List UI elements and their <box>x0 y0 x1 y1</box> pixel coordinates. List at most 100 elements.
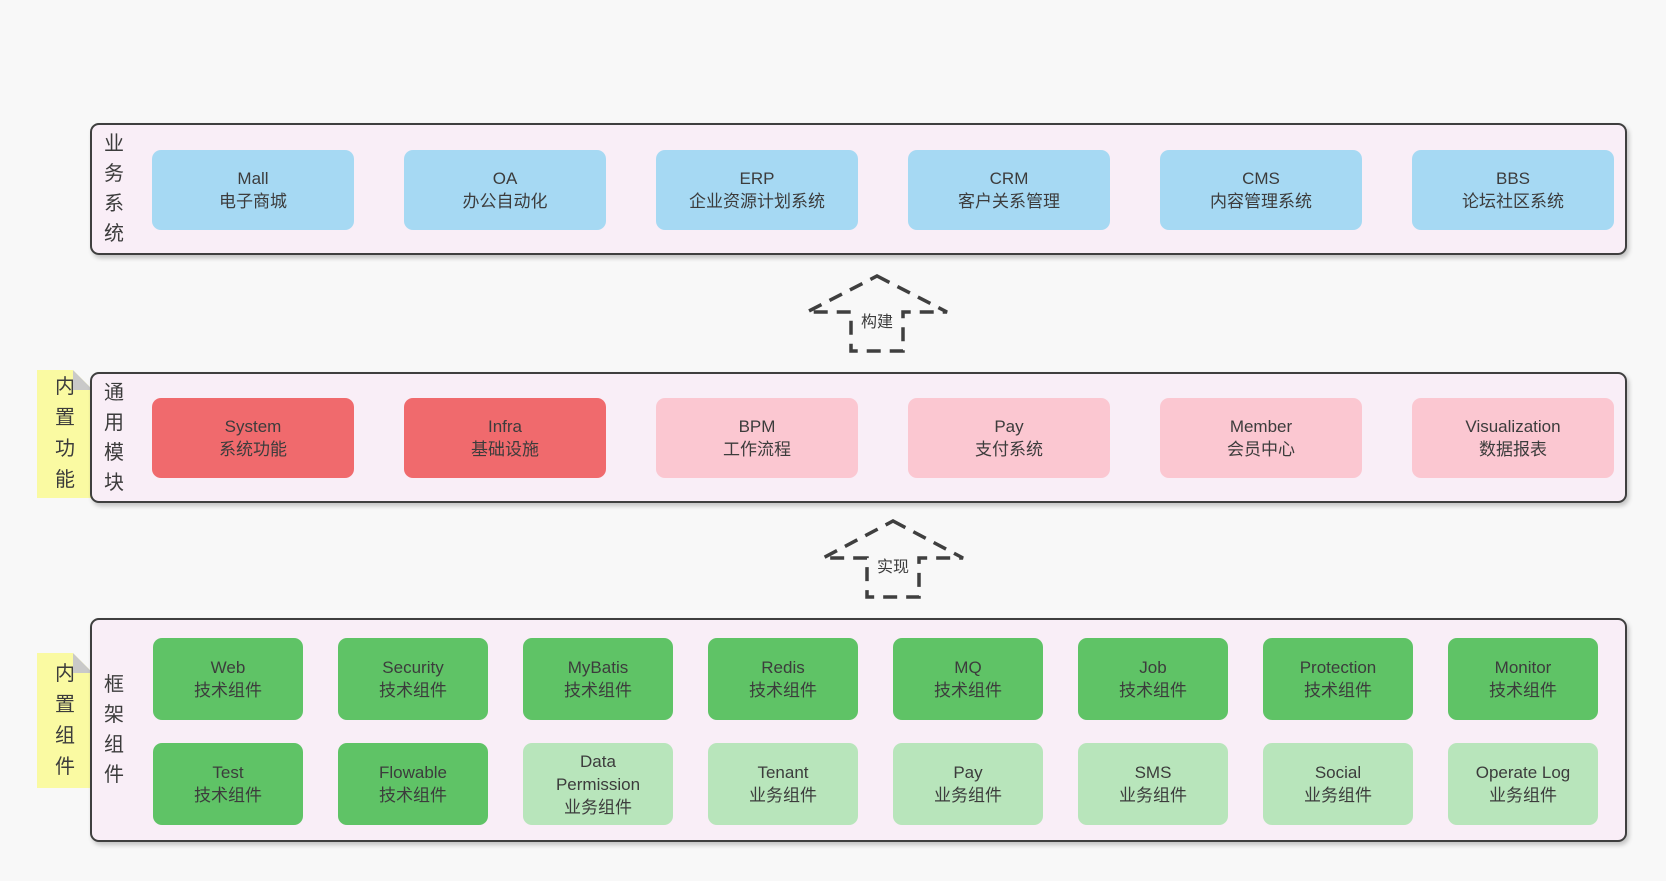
box-title: Tenant <box>757 763 809 782</box>
box-title: Test <box>212 763 244 782</box>
box-subtitle: 技术组件 <box>934 681 1002 700</box>
module-box-visualization: Visualization 数据报表 <box>1412 398 1614 478</box>
component-box-job: Job 技术组件 <box>1078 638 1228 720</box>
sticky-note-built-in-components: 内置组件 <box>37 653 93 788</box>
folded-corner-icon <box>73 653 93 673</box>
band-framework-components: 框架组件 Web 技术组件 Security 技术组件 MyBatis 技术组件… <box>90 618 1627 842</box>
box-subtitle: 技术组件 <box>564 681 632 700</box>
box-subtitle: 企业资源计划系统 <box>689 192 825 211</box>
box-title: Operate Log <box>1475 763 1571 782</box>
box-subtitle: 技术组件 <box>1489 681 1557 700</box>
box-title: OA <box>492 169 518 188</box>
box-title: Data Permission <box>555 751 641 794</box>
business-box-crm: CRM 客户关系管理 <box>908 150 1110 230</box>
sticky-note-text: 内置组件 <box>55 662 75 778</box>
box-subtitle: 业务组件 <box>564 797 632 817</box>
box-subtitle: 工作流程 <box>723 440 791 459</box>
band-label-common-modules: 通用模块 <box>104 381 124 494</box>
box-subtitle: 电子商城 <box>219 192 287 211</box>
box-title: BBS <box>1495 169 1531 188</box>
business-box-oa: OA 办公自动化 <box>404 150 606 230</box>
box-title: Job <box>1139 658 1167 677</box>
band-business-systems: 业务系统 Mall 电子商城 OA 办公自动化 ERP 企业资源计划系统 CRM… <box>90 123 1627 255</box>
box-subtitle: 技术组件 <box>194 681 262 700</box>
band-label-business-systems: 业务系统 <box>104 133 124 245</box>
box-subtitle: 数据报表 <box>1479 440 1547 459</box>
box-subtitle: 系统功能 <box>219 440 287 459</box>
box-title: Protection <box>1299 658 1377 677</box>
box-subtitle: 技术组件 <box>379 786 447 805</box>
box-title: BPM <box>738 417 776 436</box>
component-box-mq: MQ 技术组件 <box>893 638 1043 720</box>
box-title: Mall <box>237 169 269 188</box>
component-box-sms: SMS 业务组件 <box>1078 743 1228 825</box>
business-box-cms: CMS 内容管理系统 <box>1160 150 1362 230</box>
component-box-test: Test 技术组件 <box>153 743 303 825</box>
box-title: CMS <box>1242 169 1280 188</box>
box-subtitle: 技术组件 <box>194 786 262 805</box>
box-title: Member <box>1229 417 1293 436</box>
band-label-framework-components: 框架组件 <box>104 674 124 786</box>
sticky-note-built-in-features: 内置功能 <box>37 370 93 498</box>
component-box-redis: Redis 技术组件 <box>708 638 858 720</box>
component-box-data-permission: Data Permission 业务组件 <box>523 743 673 825</box>
box-subtitle: 会员中心 <box>1227 440 1295 459</box>
component-box-tenant: Tenant 业务组件 <box>708 743 858 825</box>
business-box-bbs: BBS 论坛社区系统 <box>1412 150 1614 230</box>
module-box-system: System 系统功能 <box>152 398 354 478</box>
component-box-protection: Protection 技术组件 <box>1263 638 1413 720</box>
box-subtitle: 基础设施 <box>471 440 539 459</box>
box-title: Infra <box>487 417 523 436</box>
component-box-flowable: Flowable 技术组件 <box>338 743 488 825</box>
box-title: Flowable <box>378 763 448 782</box>
box-title: MyBatis <box>567 658 629 677</box>
module-box-pay: Pay 支付系统 <box>908 398 1110 478</box>
folded-corner-icon <box>73 370 93 390</box>
box-title: Pay <box>994 417 1024 436</box>
module-box-bpm: BPM 工作流程 <box>656 398 858 478</box>
box-title: System <box>224 417 282 436</box>
box-subtitle: 业务组件 <box>934 786 1002 805</box>
box-title: Pay <box>953 763 983 782</box>
box-subtitle: 技术组件 <box>749 681 817 700</box>
box-subtitle: 技术组件 <box>379 681 447 700</box>
box-subtitle: 客户关系管理 <box>958 192 1060 211</box>
box-title: ERP <box>739 169 775 188</box>
component-box-operate-log: Operate Log 业务组件 <box>1448 743 1598 825</box>
build-arrow-icon <box>806 274 948 353</box>
box-subtitle: 业务组件 <box>749 786 817 805</box>
box-title: Monitor <box>1494 658 1552 677</box>
component-box-social: Social 业务组件 <box>1263 743 1413 825</box>
component-box-pay: Pay 业务组件 <box>893 743 1043 825</box>
box-subtitle: 支付系统 <box>975 440 1043 459</box>
business-box-erp: ERP 企业资源计划系统 <box>656 150 858 230</box>
sticky-note-text: 内置功能 <box>55 376 75 491</box>
implement-arrow-icon <box>822 519 964 599</box>
box-title: Redis <box>761 658 805 677</box>
box-subtitle: 业务组件 <box>1119 786 1187 805</box>
band-common-modules: 通用模块 System 系统功能 Infra 基础设施 BPM 工作流程 Pay… <box>90 372 1627 503</box>
box-subtitle: 内容管理系统 <box>1210 192 1312 211</box>
component-box-web: Web 技术组件 <box>153 638 303 720</box>
module-box-infra: Infra 基础设施 <box>404 398 606 478</box>
box-subtitle: 论坛社区系统 <box>1462 192 1564 211</box>
box-title: SMS <box>1134 763 1172 782</box>
box-title: MQ <box>954 658 982 677</box>
business-box-mall: Mall 电子商城 <box>152 150 354 230</box>
box-title: Visualization <box>1465 417 1561 436</box>
box-title: Social <box>1314 763 1362 782</box>
box-subtitle: 业务组件 <box>1489 786 1557 805</box>
box-subtitle: 技术组件 <box>1304 681 1372 700</box>
box-title: CRM <box>989 169 1029 188</box>
box-title: Security <box>382 658 444 677</box>
box-title: Web <box>210 658 246 677</box>
component-box-monitor: Monitor 技术组件 <box>1448 638 1598 720</box>
box-subtitle: 办公自动化 <box>462 192 548 211</box>
build-arrow-label: 构建 <box>857 313 897 333</box>
box-subtitle: 业务组件 <box>1304 786 1372 805</box>
box-subtitle: 技术组件 <box>1119 681 1187 700</box>
implement-arrow-label: 实现 <box>873 558 913 578</box>
module-box-member: Member 会员中心 <box>1160 398 1362 478</box>
